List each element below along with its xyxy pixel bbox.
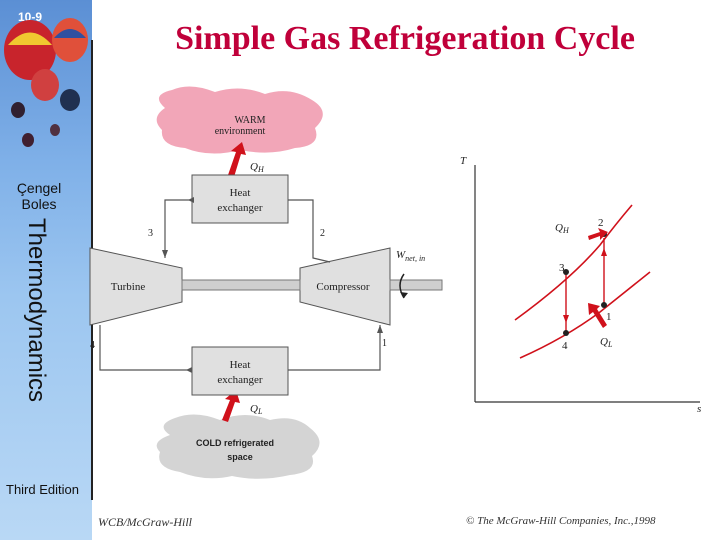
shaft-output: [389, 279, 443, 291]
state-2-label: 2: [320, 228, 325, 239]
ts-ql-label: QL: [600, 336, 613, 349]
ql-arrow: [222, 390, 240, 422]
edition-label: Third Edition: [6, 482, 79, 497]
heat-exchanger-bottom: [191, 346, 289, 396]
compressor: [299, 247, 391, 326]
low-pressure-isobar: [519, 271, 651, 359]
compressor-label: Compressor: [316, 281, 370, 293]
cycle-qh-label: QH: [250, 161, 265, 174]
ts-point-1: [601, 302, 607, 308]
hx-top-label-1: Heat: [230, 187, 251, 199]
high-pressure-isobar: [514, 204, 633, 321]
hot-air-balloons-image: [4, 18, 88, 147]
piping: [99, 199, 381, 371]
cycle-ql-label: QL: [250, 403, 263, 416]
qh-arrow: [228, 142, 246, 177]
author-names: Çengel Boles: [4, 180, 74, 212]
copyright-label: © The McGraw-Hill Companies, Inc.,1998: [466, 515, 656, 527]
author-1: Çengel: [16, 180, 62, 196]
publisher-label: WCB/McGraw-Hill: [98, 515, 192, 529]
ts-label-1: 1: [606, 311, 612, 323]
sidebar: 10-9 Çengel Boles Thermodynamics Third E…: [0, 0, 92, 540]
warm-label-2: environment: [215, 126, 266, 137]
slide-number: 10-9: [18, 10, 43, 24]
state-1-label: 1: [382, 338, 387, 349]
ts-qh-label: QH: [555, 222, 570, 235]
ts-label-4: 4: [562, 340, 568, 352]
turbine: [89, 247, 183, 326]
hx-top-label-2: exchanger: [217, 202, 263, 214]
ts-ql-arrow: [588, 303, 607, 328]
turbine-label: Turbine: [111, 281, 146, 293]
work-label: Wnet, in: [396, 249, 425, 263]
warm-label-1: WARM: [234, 115, 265, 126]
s-axis-label: s: [697, 403, 701, 415]
heat-exchanger-top: [191, 174, 289, 224]
shaft: [181, 279, 301, 291]
ts-label-3: 3: [559, 262, 565, 274]
author-2: Boles: [21, 196, 57, 212]
cold-cloud: [156, 414, 320, 479]
warm-cloud: [156, 86, 323, 154]
ts-label-2: 2: [598, 217, 604, 229]
ts-point-4: [563, 330, 569, 336]
cold-label-2: space: [227, 452, 253, 462]
state-4-label: 4: [90, 340, 95, 351]
hx-bottom-label-2: exchanger: [217, 374, 263, 386]
ts-qh-arrow: [588, 228, 608, 240]
cold-label-1: COLD refrigerated: [196, 438, 274, 448]
ts-point-3: [563, 269, 569, 275]
state-3-label: 3: [148, 228, 153, 239]
hx-bottom-label-1: Heat: [230, 359, 251, 371]
t-axis-label: T: [460, 155, 467, 167]
slide-title: Simple Gas Refrigeration Cycle: [175, 20, 635, 57]
